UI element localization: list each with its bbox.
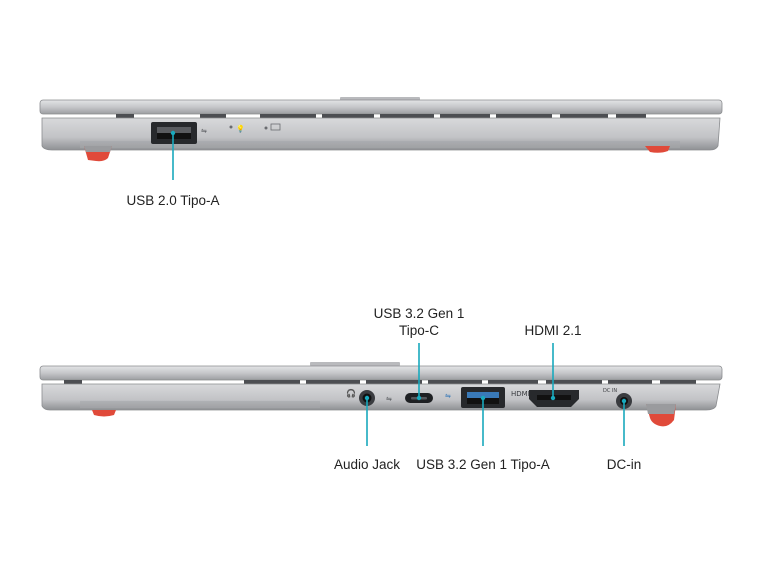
bottom-laptop: 🎧 ⇋ ⇋ HDMI DC IN <box>39 362 723 427</box>
svg-text:💡: 💡 <box>236 124 245 133</box>
svg-text:⇋: ⇋ <box>386 395 392 403</box>
top-laptop: ⇋ 💡 <box>39 97 723 162</box>
label-dc-in: DC-in <box>606 457 642 472</box>
svg-text:🎧: 🎧 <box>346 388 356 398</box>
svg-text:DC IN: DC IN <box>603 388 617 394</box>
callout-usb-a-left <box>170 130 176 180</box>
label-usb-c: USB 3.2 Gen 1 Tipo-C <box>373 306 465 338</box>
label-audio-jack: Audio Jack <box>333 457 401 472</box>
label-hdmi: HDMI 2.1 <box>524 323 582 338</box>
label-usb-2-0-tipo-a: USB 2.0 Tipo-A <box>126 193 220 208</box>
svg-text:HDMI: HDMI <box>511 390 530 398</box>
label-usb-a-right: USB 3.2 Gen 1 Tipo-A <box>416 457 550 472</box>
svg-text:⇋: ⇋ <box>201 127 207 135</box>
callout-lines-bottom <box>366 343 625 446</box>
svg-text:⇋: ⇋ <box>445 392 451 400</box>
callout-dots-bottom <box>364 395 627 404</box>
